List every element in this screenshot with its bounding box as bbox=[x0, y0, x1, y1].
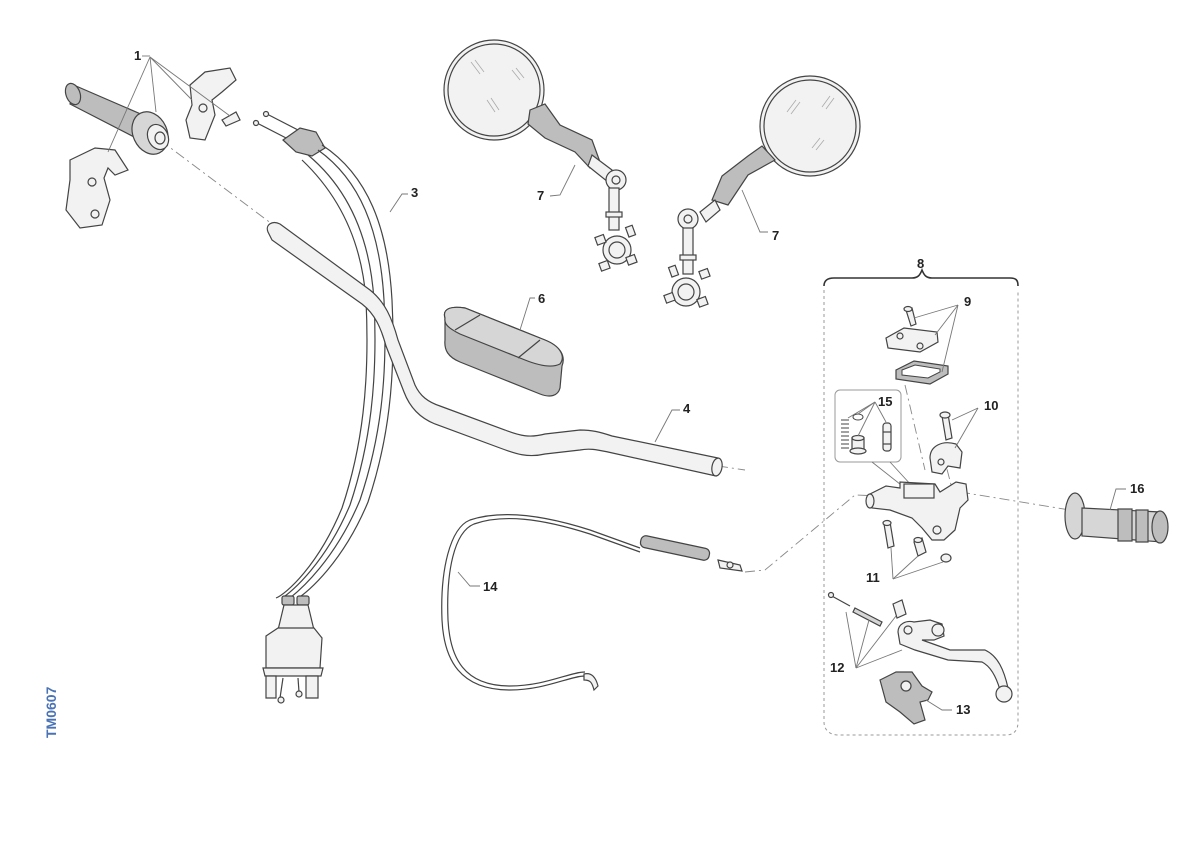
lever-guard bbox=[879, 671, 933, 725]
handlebar-pad bbox=[443, 306, 564, 397]
clutch-master-cylinder-group bbox=[823, 267, 1019, 736]
callout-14: 13 bbox=[956, 702, 970, 717]
leader-7b bbox=[741, 189, 768, 233]
callout-8: 8 bbox=[917, 256, 924, 271]
callout-3: 3 bbox=[411, 185, 418, 200]
callout-6: 6 bbox=[538, 291, 545, 306]
leader-11 bbox=[457, 571, 480, 587]
callout-7a: 7 bbox=[537, 188, 544, 203]
leader-3 bbox=[389, 193, 408, 213]
callout-7b: 7 bbox=[772, 228, 779, 243]
leaders-13 bbox=[845, 611, 903, 669]
leaders-12 bbox=[890, 547, 944, 580]
callout-1: 1 bbox=[134, 48, 141, 63]
callout-11: 14 bbox=[483, 579, 498, 594]
lever-kit bbox=[827, 591, 1013, 703]
leaders-1 bbox=[107, 55, 231, 153]
callout-13: 12 bbox=[830, 660, 844, 675]
figure-reference-code: TM0607 bbox=[43, 686, 59, 738]
leader-6 bbox=[519, 297, 535, 331]
throttle-grip-assembly bbox=[64, 67, 241, 229]
fastener-kit bbox=[882, 519, 952, 563]
leader-16 bbox=[1109, 488, 1126, 511]
leaders-10 bbox=[951, 407, 979, 449]
throttle-cables bbox=[252, 110, 394, 704]
callout-15: 15 bbox=[878, 394, 892, 409]
callout-10: 10 bbox=[984, 398, 998, 413]
leader-7a bbox=[549, 164, 576, 197]
clamp-kit bbox=[929, 411, 963, 475]
callout-4: 4 bbox=[683, 401, 691, 416]
reservoir-cap-kit bbox=[885, 305, 949, 385]
leaders-9 bbox=[913, 304, 959, 373]
leader-14 bbox=[925, 699, 952, 711]
master-cylinder-body bbox=[865, 481, 969, 541]
mirror-right bbox=[663, 75, 861, 308]
handlebar bbox=[266, 221, 723, 477]
clutch-hose bbox=[441, 513, 743, 692]
leader-4 bbox=[654, 409, 680, 443]
left-grip bbox=[1064, 492, 1169, 544]
callout-9: 9 bbox=[964, 294, 971, 309]
callout-16: 16 bbox=[1130, 481, 1144, 496]
mirror-left bbox=[443, 39, 638, 272]
piston-kit bbox=[834, 389, 902, 463]
callout-12: 11 bbox=[866, 570, 880, 585]
